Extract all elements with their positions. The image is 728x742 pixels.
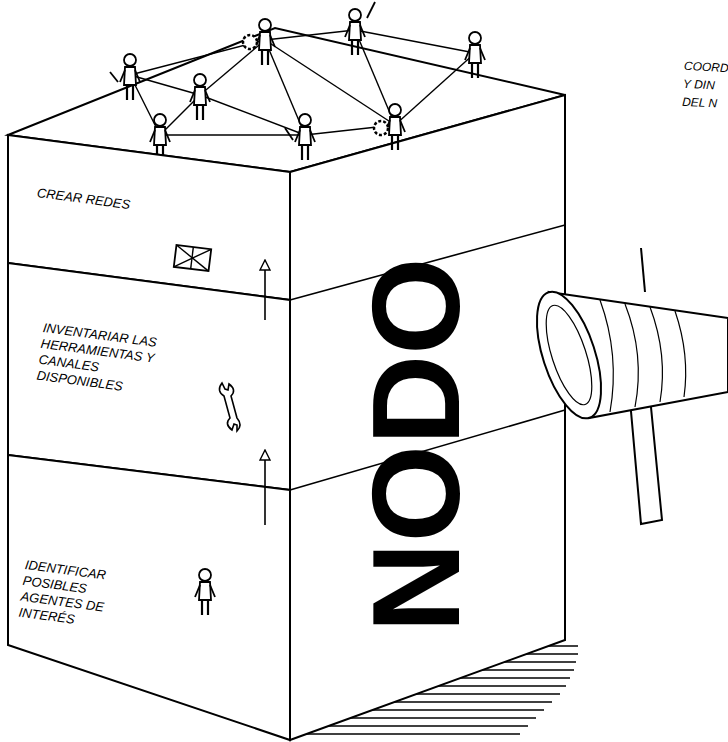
process-band: INVENTARIAR LAS HERRAMIENTAS Y CANALES D… — [8, 320, 290, 450]
megaphone-handle — [630, 397, 662, 524]
wrench-icon — [219, 383, 240, 431]
megaphone — [524, 248, 728, 524]
band-shape — [8, 263, 290, 490]
people — [110, 2, 485, 160]
person-figure — [295, 114, 315, 160]
flow-arrow — [264, 450, 266, 525]
network-line — [160, 134, 305, 135]
network-line — [265, 30, 355, 40]
tool-icon — [285, 128, 293, 140]
network-line — [355, 30, 475, 53]
network-icon-line — [191, 247, 194, 269]
network-line — [265, 40, 395, 125]
megaphone-hatch — [625, 304, 638, 407]
tool-icon — [110, 72, 118, 82]
gear-icon — [374, 121, 388, 135]
band-outline — [8, 165, 290, 260]
caption-note: COORD Y DIN DEL N — [682, 57, 728, 113]
network-line — [395, 53, 475, 125]
shadow-line — [292, 733, 520, 734]
megaphone-bell-inner — [537, 300, 601, 409]
gear-icon — [243, 35, 257, 49]
process-band: CREAR REDES — [8, 165, 290, 260]
person-figure — [465, 32, 485, 78]
network-icon-line — [174, 245, 211, 271]
megaphone-bell — [524, 284, 614, 426]
network-icon — [174, 245, 211, 271]
network-icon-frame — [174, 245, 211, 271]
process-band: IDENTIFICAR POSIBLES AGENTES DE INTERÉS — [8, 525, 290, 645]
megaphone-hatch — [650, 307, 662, 402]
network-line — [130, 75, 200, 95]
flow-arrow — [264, 260, 266, 320]
band-shape — [8, 455, 290, 740]
person-figure — [190, 74, 210, 120]
person-figure — [120, 54, 140, 100]
box-right-face — [290, 95, 565, 740]
person-figure — [345, 9, 365, 55]
face-title: NODO — [353, 258, 478, 633]
network-icon-line — [174, 245, 211, 271]
network-line — [200, 95, 305, 135]
tool-icon — [367, 2, 375, 18]
megaphone-hatch — [675, 311, 686, 397]
person-icon — [195, 569, 215, 615]
band-label: IDENTIFICAR POSIBLES AGENTES DE INTERÉS — [18, 557, 130, 634]
megaphone-hatch — [600, 300, 613, 412]
megaphone-mark — [641, 248, 645, 292]
